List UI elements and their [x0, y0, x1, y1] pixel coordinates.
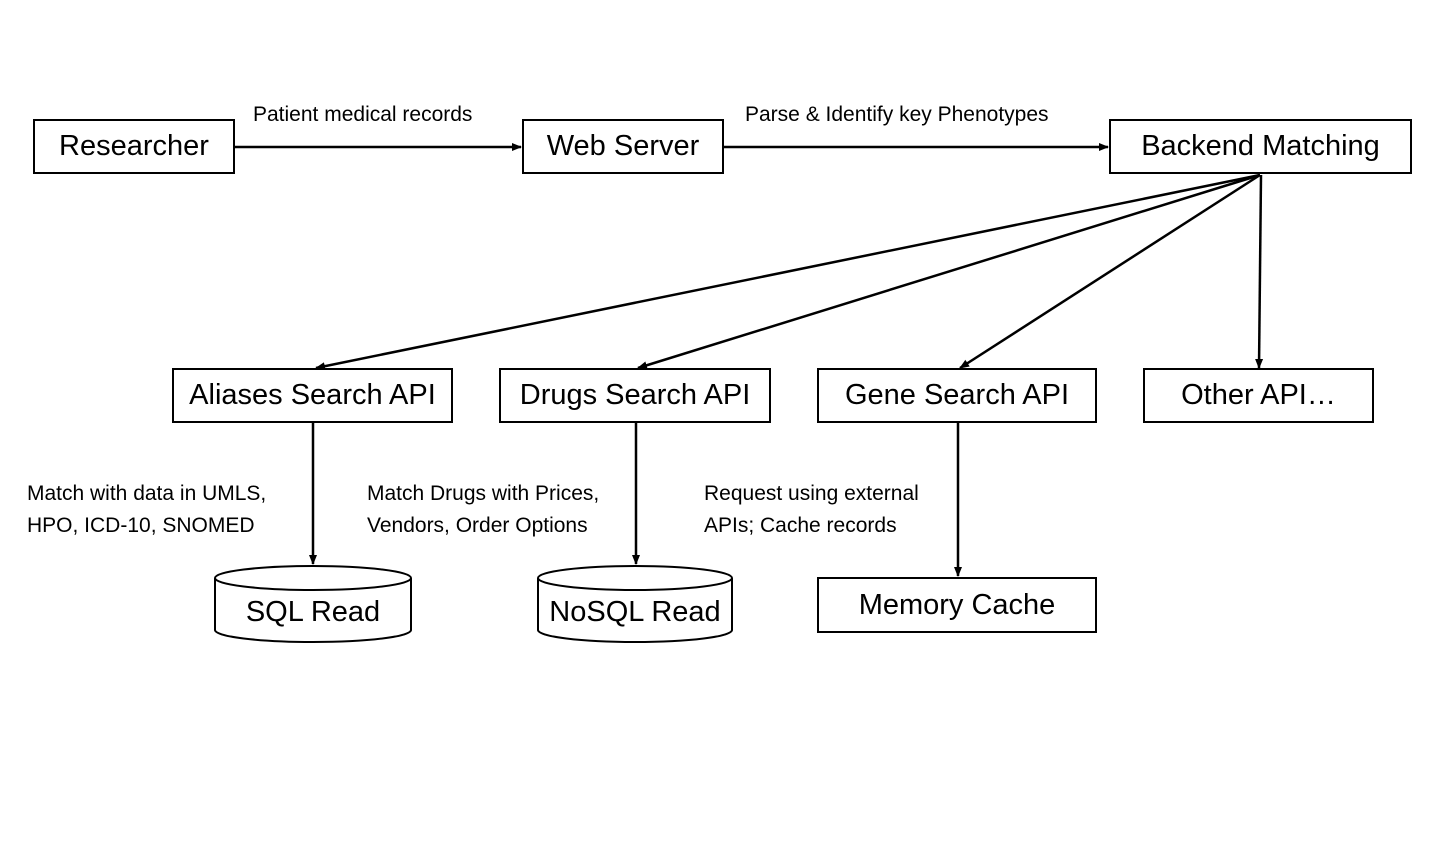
edge-label-gene-line-1: Request using external: [704, 482, 919, 505]
gene-search-api-node: Gene Search API: [817, 368, 1097, 423]
memory-cache-node: Memory Cache: [817, 577, 1097, 633]
sql-read-database-shape: [214, 565, 412, 643]
sql-read-node: SQL Read: [245, 595, 381, 628]
aliases-search-api-node: Aliases Search API: [172, 368, 453, 423]
edge-label-drugs-line-2: Vendors, Order Options: [367, 514, 588, 537]
researcher-node: Researcher: [33, 119, 235, 174]
nosql-read-node: NoSQL Read: [549, 595, 721, 628]
edge-label-aliases-line-2: HPO, ICD-10, SNOMED: [27, 514, 255, 537]
edge-label-patient-medical-records: Patient medical records: [253, 103, 473, 126]
edge-label-parse-identify-phenotypes: Parse & Identify key Phenotypes: [745, 103, 1049, 126]
arrow-backend-to-other-api: [1255, 174, 1264, 369]
drugs-search-api-node: Drugs Search API: [499, 368, 771, 423]
arrow-backend-to-drugs-api: [637, 173, 1261, 370]
arrow-backend-to-aliases-api: [315, 173, 1261, 371]
arrow-backend-to-gene-api: [959, 173, 1261, 370]
edge-label-gene-line-2: APIs; Cache records: [704, 514, 897, 537]
edge-label-drugs-line-1: Match Drugs with Prices,: [367, 482, 600, 505]
web-server-node: Web Server: [522, 119, 724, 174]
edge-label-aliases-line-1: Match with data in UMLS,: [27, 482, 267, 505]
nosql-read-database-shape: [537, 565, 733, 643]
backend-matching-node: Backend Matching: [1109, 119, 1412, 174]
other-api-node: Other API…: [1143, 368, 1374, 423]
